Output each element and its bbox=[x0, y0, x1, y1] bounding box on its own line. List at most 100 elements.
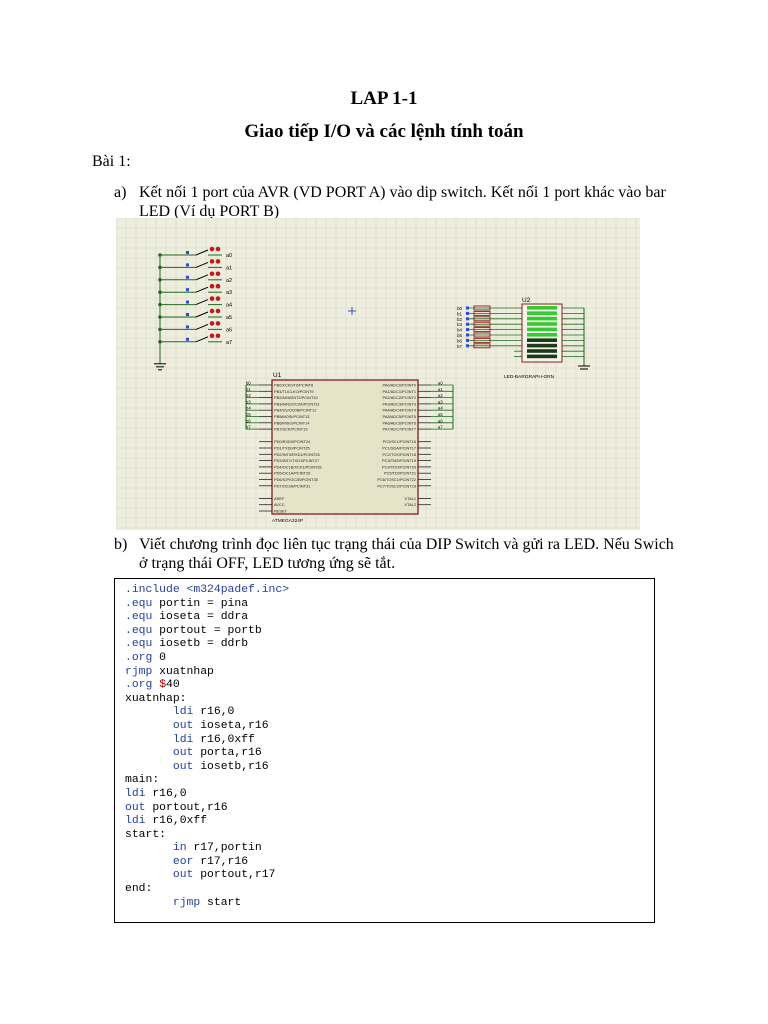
chip-pin-label: AREF bbox=[274, 496, 285, 501]
bargraph-segment bbox=[527, 306, 557, 310]
item-a-text: Kết nối 1 port của AVR (VD PORT A) vào d… bbox=[139, 184, 666, 220]
switch-state-marker bbox=[186, 313, 189, 316]
code-line: ldi r16,0 bbox=[125, 788, 289, 802]
code-line: out portout,r16 bbox=[125, 802, 289, 816]
chip-pin-label: PD3/INT1/TXD1/PCINT27 bbox=[274, 458, 319, 463]
code-token bbox=[125, 720, 173, 732]
code-line: ldi r16,0xff bbox=[125, 815, 289, 829]
switch-state-marker bbox=[186, 251, 189, 254]
switch-led-dot bbox=[209, 246, 215, 252]
code-token: portout,r17 bbox=[193, 869, 276, 882]
code-token: main: bbox=[125, 774, 160, 787]
switch-led-dot bbox=[209, 296, 215, 301]
switch-label: a5 bbox=[226, 315, 232, 321]
code-line: .org 0 bbox=[125, 652, 289, 666]
code-token: out bbox=[172, 719, 194, 732]
switch-state-marker bbox=[186, 337, 189, 341]
junction-dot bbox=[158, 315, 162, 319]
code-token: end: bbox=[125, 883, 153, 896]
u2-label: U2 bbox=[522, 297, 531, 304]
switch-led-dot bbox=[209, 271, 215, 277]
code-token: out bbox=[172, 747, 194, 760]
code-token bbox=[125, 761, 173, 773]
switch-led-dot bbox=[209, 321, 215, 326]
port-b-label: b3 bbox=[246, 399, 251, 404]
code-box: .include <m324padef.inc>.equ portin = pi… bbox=[114, 578, 655, 923]
switch-label: a3 bbox=[226, 290, 232, 296]
input-marker bbox=[466, 338, 469, 342]
chip-pin-label: PB0/XCK0/T0/PCINT8 bbox=[274, 383, 313, 388]
switch-label: a2 bbox=[226, 278, 232, 284]
port-b-label: b1 bbox=[246, 387, 251, 392]
switch-led-dot bbox=[209, 259, 215, 264]
chip-pin-label: AVCC bbox=[274, 502, 285, 507]
resistor bbox=[473, 332, 491, 338]
chip-pin-label: PD6/ICP/OC2B/PCINT30 bbox=[274, 477, 319, 482]
switch-led-dot bbox=[209, 283, 215, 289]
chip-pin-label: PB7/SCK/PCINT15 bbox=[274, 427, 308, 432]
chip-pin-label: PC3/TMS/PCINT19 bbox=[382, 458, 416, 463]
junction-dot bbox=[158, 340, 162, 344]
chip-pin-label: PB3/AIN1/OC0A/PCINT11 bbox=[274, 401, 320, 406]
code-line: .include <m324padef.inc> bbox=[125, 584, 289, 598]
code-token bbox=[125, 856, 173, 868]
code-token: iosetb = ddrb bbox=[152, 638, 249, 651]
switch-lever bbox=[195, 299, 209, 306]
chip-pin-label: PC1/SDA/PCINT17 bbox=[382, 446, 416, 451]
bargraph-input-label: b1 bbox=[457, 311, 463, 316]
code-token: out bbox=[172, 869, 194, 882]
switch-led-dot bbox=[209, 308, 215, 314]
switch-label: a7 bbox=[226, 340, 232, 346]
chip-pin-label: PA5/ADC5/PCINT5 bbox=[383, 414, 416, 419]
switch-label: a6 bbox=[226, 327, 232, 333]
switch-state-marker bbox=[186, 263, 189, 267]
chip-pin-label: RESET bbox=[274, 509, 288, 514]
switch-lever bbox=[195, 274, 209, 281]
port-b-label: b4 bbox=[246, 406, 251, 411]
port-a-label: a6 bbox=[438, 418, 443, 423]
code-token: r16,0xff bbox=[193, 733, 255, 746]
chip-pin-label: XTAL1 bbox=[404, 496, 416, 501]
port-a-label: a5 bbox=[438, 412, 443, 417]
code-line: .equ iosetb = ddrb bbox=[125, 638, 289, 652]
switch-led-dot bbox=[215, 271, 221, 277]
section-label: Bài 1: bbox=[92, 153, 131, 170]
input-marker bbox=[466, 322, 469, 326]
junction-dot bbox=[158, 302, 162, 307]
code-line: xuatnhap: bbox=[125, 693, 289, 707]
code-line: end: bbox=[125, 883, 289, 897]
code-token: ldi bbox=[125, 815, 146, 828]
bargraph-segment bbox=[527, 354, 557, 359]
code-line: out ioseta,r16 bbox=[125, 720, 289, 734]
chip-pin-label: PA2/ADC2/PCINT2 bbox=[383, 395, 416, 400]
chip-pin-label: PC4/TDO/PCINT20 bbox=[382, 464, 417, 469]
code-token: portin = pina bbox=[152, 597, 249, 610]
chip-pin-label: PA6/ADC6/PCINT6 bbox=[383, 420, 416, 425]
code-line: .equ portin = pina bbox=[125, 598, 289, 612]
switch-led-dot bbox=[215, 333, 221, 339]
code-token: portout = portb bbox=[152, 624, 262, 637]
code-token: eor bbox=[172, 855, 194, 868]
code-line: rjmp xuatnhap bbox=[125, 666, 289, 680]
item-a-letter: a) bbox=[114, 184, 127, 201]
bargraph-segment bbox=[527, 327, 557, 332]
code-token bbox=[125, 897, 173, 909]
bargraph-input-label: b7 bbox=[457, 344, 463, 349]
code-token: r17,r16 bbox=[193, 855, 249, 868]
switch-state-marker bbox=[186, 275, 189, 279]
bargraph-input-label: b6 bbox=[457, 338, 463, 343]
resistor bbox=[473, 343, 491, 349]
chip-pin-label: PD1/TXD0/PCINT25 bbox=[274, 446, 310, 451]
code-token: iosetb,r16 bbox=[193, 760, 269, 773]
port-a-label: a4 bbox=[438, 406, 443, 411]
resistor bbox=[473, 305, 491, 311]
code-token bbox=[125, 842, 173, 854]
port-b-label: b7 bbox=[246, 425, 251, 430]
input-marker bbox=[466, 344, 469, 348]
code-token: .equ bbox=[125, 611, 153, 624]
switch-led-dot bbox=[215, 246, 221, 252]
port-b-label: b0 bbox=[246, 381, 251, 386]
code-line: out iosetb,r16 bbox=[125, 761, 289, 775]
junction-dot bbox=[158, 327, 162, 332]
switch-state-marker bbox=[186, 300, 189, 304]
